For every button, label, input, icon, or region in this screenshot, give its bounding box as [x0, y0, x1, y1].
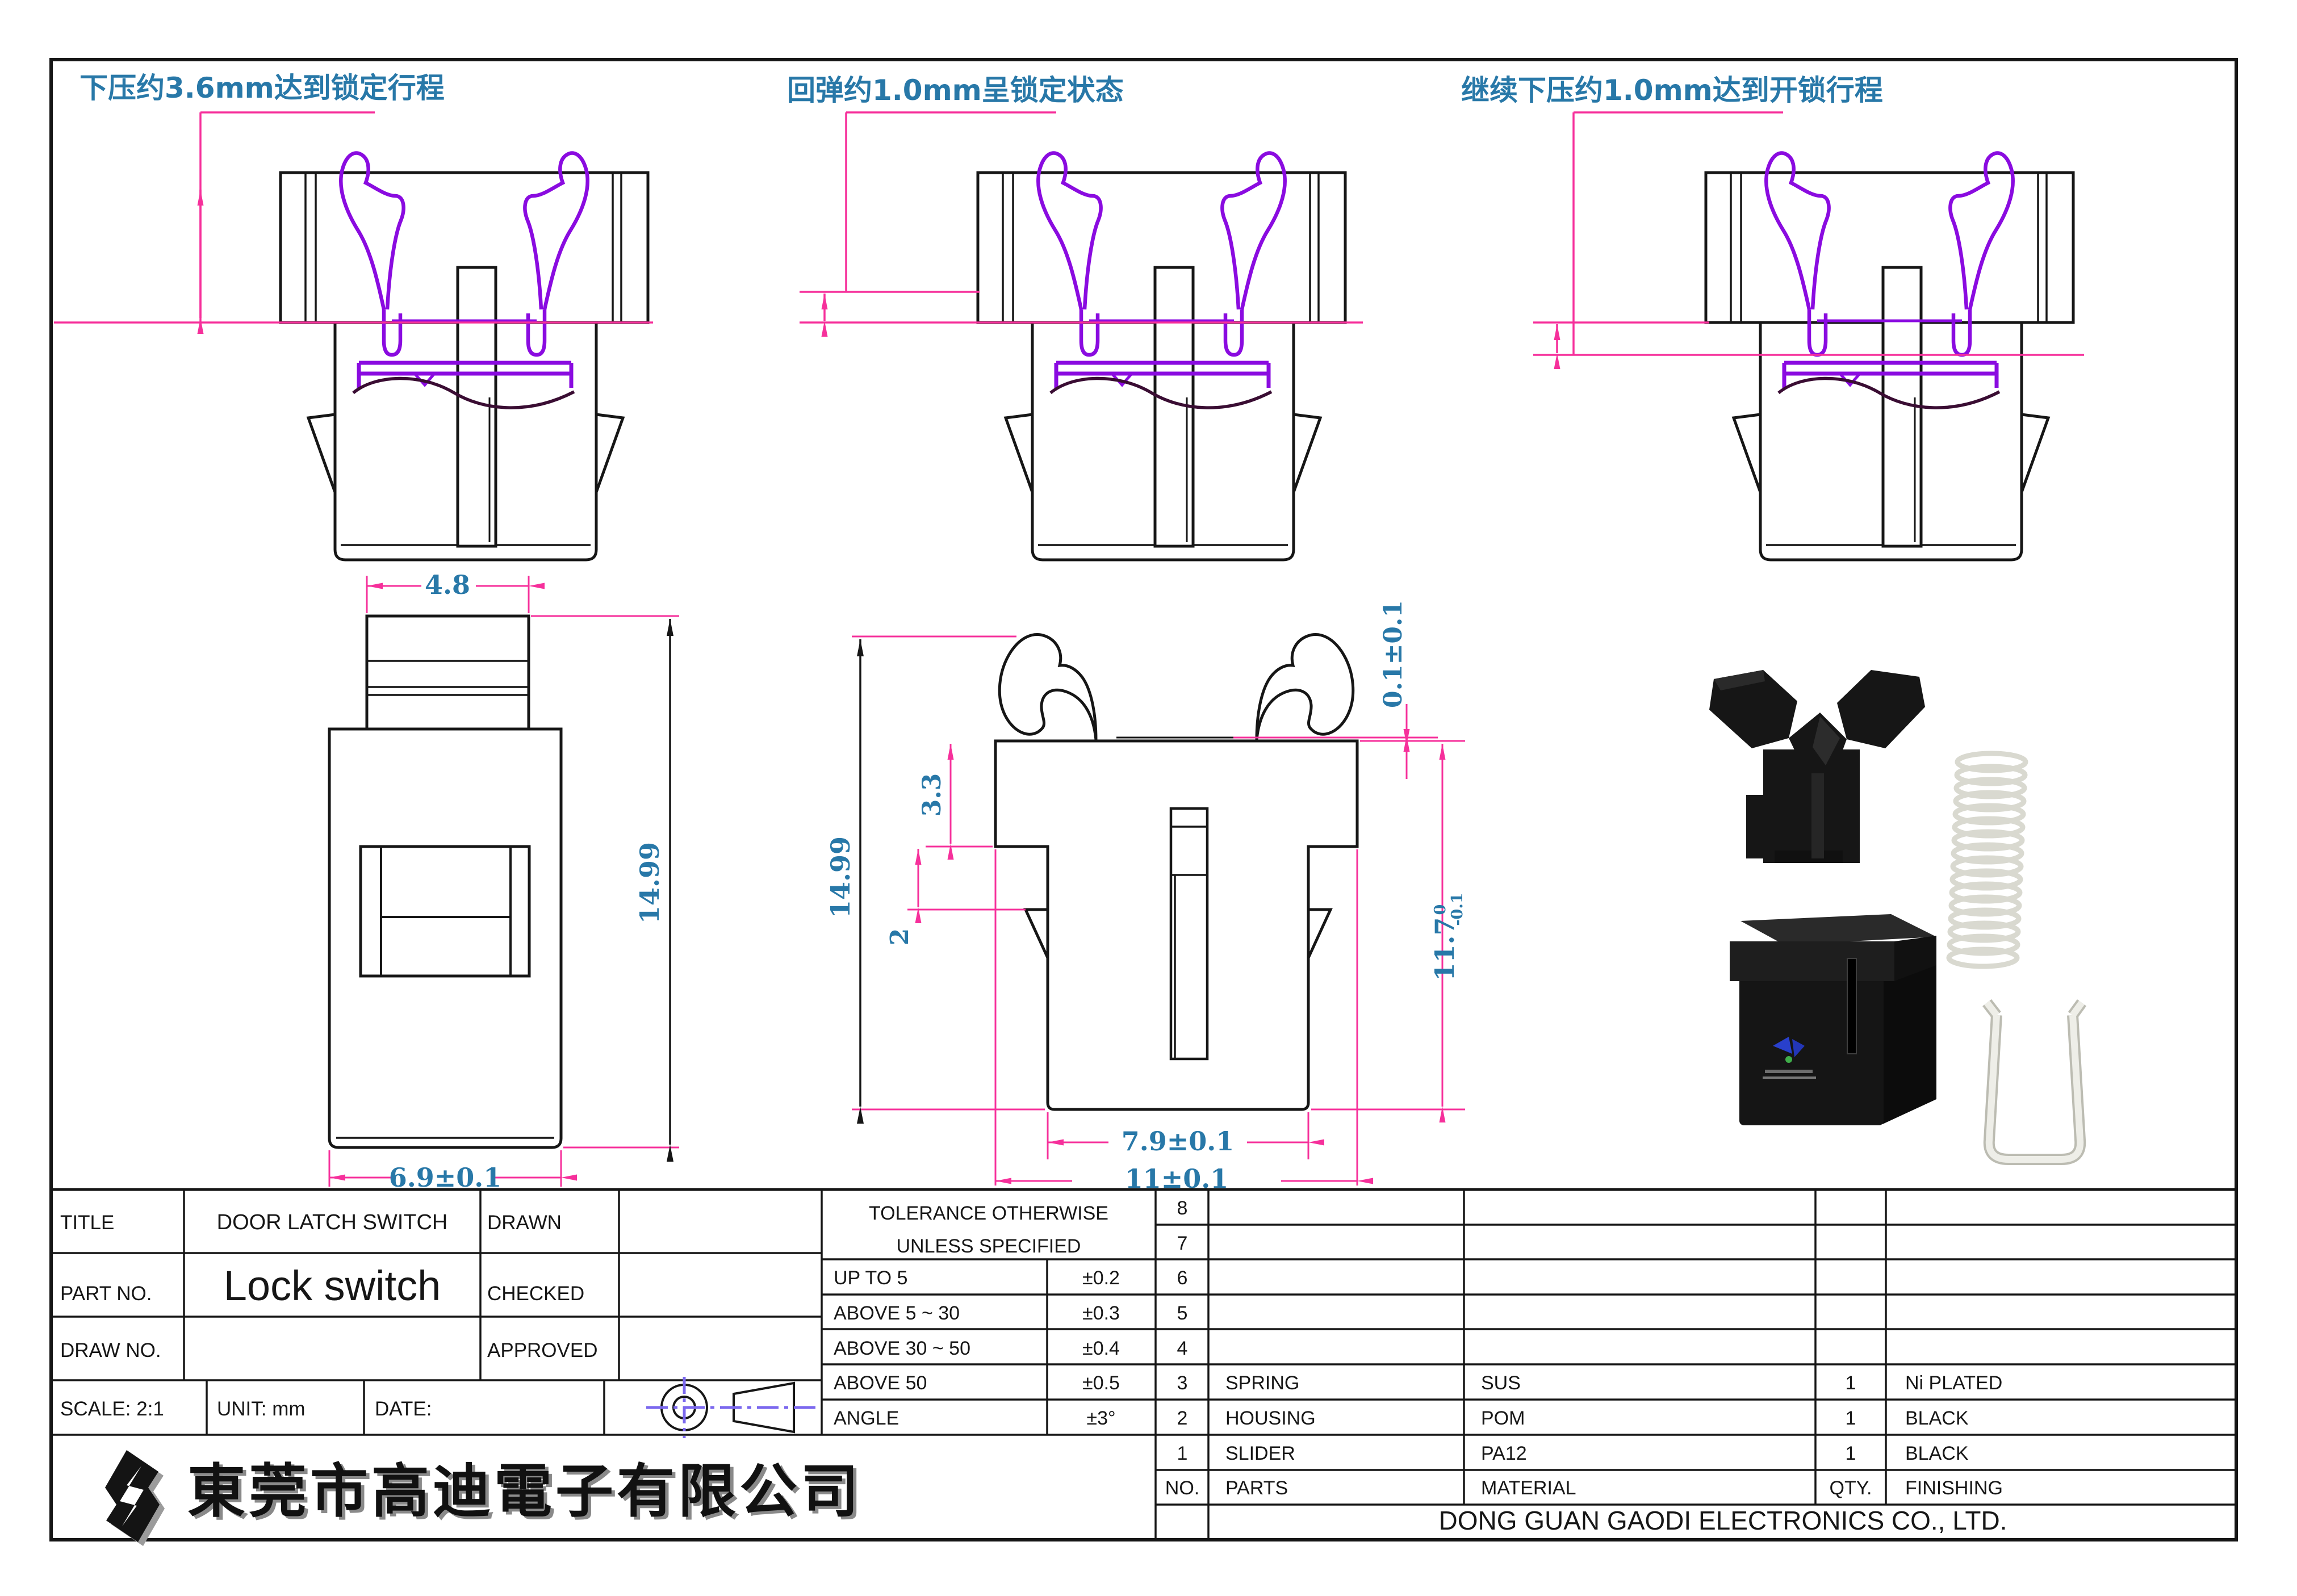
cap — [365, 614, 530, 731]
tol-value-2: ±0.3 — [1082, 1302, 1120, 1324]
bom-finishing-2: BLACK — [1905, 1408, 1969, 1429]
bom-header-material: MATERIAL — [1481, 1477, 1576, 1499]
logo-mark-blue — [1773, 1037, 1792, 1054]
unit-label: UNIT: mm — [217, 1398, 306, 1420]
tol-range-5: ANGLE — [834, 1408, 899, 1429]
dim-step-depth: 2 — [885, 928, 914, 946]
annotation-rebound: 回弹约1.0mm呈锁定状态 — [787, 74, 1124, 107]
bom-qty-3: 1 — [1846, 1372, 1856, 1394]
bom-no-4: 4 — [1177, 1338, 1188, 1359]
date-label: DATE: — [375, 1398, 432, 1420]
title-value: DOOR LATCH SWITCH — [217, 1210, 448, 1234]
bom-parts-2: HOUSING — [1225, 1408, 1316, 1429]
bom-no-3: 3 — [1177, 1372, 1188, 1394]
tol-value-4: ±0.5 — [1082, 1372, 1120, 1394]
front-view-dims: 4.8 14.99 6.9±0.1 — [328, 569, 679, 1193]
bom-header-no: NO. — [1165, 1477, 1199, 1499]
travel-dim-view2 — [800, 111, 1363, 337]
bom-no-7: 7 — [1177, 1233, 1188, 1254]
dim-inner-width: 7.9±0.1 — [1122, 1126, 1235, 1157]
company-name-cn-shadow: 東莞市高迪電子有限公司 — [191, 1461, 865, 1528]
company-name-cn: 東莞市高迪電子有限公司 — [187, 1458, 862, 1526]
annotation-press-unlock: 继续下压约1.0mm达到开锁行程 — [1461, 74, 1883, 107]
bom-material-1: PA12 — [1481, 1443, 1527, 1464]
bom-material-3: SUS — [1481, 1372, 1521, 1394]
render-slider-part — [1709, 670, 1925, 863]
window — [359, 845, 531, 978]
bom-finishing-1: BLACK — [1905, 1443, 1969, 1464]
bom-material-2: POM — [1481, 1408, 1525, 1429]
travel-dim-view3 — [1533, 111, 2084, 369]
section-view — [994, 633, 1359, 1111]
hook-left — [998, 633, 1098, 740]
dim-inner-height-main: 11.7 — [1429, 917, 1460, 981]
dim-inner-height: 11.7 0-0.1 — [1429, 893, 1466, 981]
bom-qty-1: 1 — [1846, 1443, 1856, 1464]
bom-no-6: 6 — [1177, 1267, 1188, 1289]
company-logo — [105, 1450, 165, 1546]
dim-base-width: 6.9±0.1 — [389, 1162, 502, 1193]
bom-no-1: 1 — [1177, 1443, 1188, 1464]
barb-left — [1023, 908, 1049, 959]
tol-value-1: ±0.2 — [1082, 1267, 1120, 1289]
company-name-en: DONG GUAN GAODI ELECTRONICS CO., LTD. — [1438, 1506, 2007, 1535]
bom-parts-3: SPRING — [1225, 1372, 1299, 1394]
tol-range-2: ABOVE 5 ~ 30 — [834, 1302, 960, 1324]
barb-right — [1307, 908, 1333, 959]
cap-ribs — [367, 660, 529, 696]
dim-inner-height-sup: 0 — [1432, 904, 1449, 915]
sheet-border — [49, 58, 2238, 1541]
bom-no-2: 2 — [1177, 1408, 1188, 1429]
scale-label: SCALE: 2:1 — [60, 1398, 164, 1420]
dim-clearance: 0.1±0.1 — [1379, 600, 1408, 708]
travel-dim-view1 — [54, 111, 653, 334]
part-no-value: Lock switch — [224, 1262, 441, 1309]
bom-no-8: 8 — [1177, 1197, 1188, 1219]
dim-top-depth: 3.3 — [918, 773, 947, 817]
part-no-label: PART NO. — [60, 1283, 152, 1305]
hook-right — [1255, 633, 1355, 740]
tol-value-3: ±0.4 — [1082, 1338, 1120, 1359]
tol-range-4: ABOVE 50 — [834, 1372, 927, 1394]
bom-qty-2: 1 — [1846, 1408, 1856, 1429]
slot-inner — [1171, 826, 1207, 1059]
projection-symbol — [646, 1377, 817, 1438]
table-grid — [51, 1188, 2236, 1540]
bom-header-qty: QTY. — [1830, 1477, 1872, 1499]
center-slot — [1169, 807, 1209, 1061]
state-view-3 — [1706, 153, 2073, 560]
bom-parts-1: SLIDER — [1225, 1443, 1295, 1464]
checked-label: CHECKED — [487, 1283, 584, 1305]
tol-range-3: ABOVE 30 ~ 50 — [834, 1338, 970, 1359]
bom-header-finishing: FINISHING — [1905, 1477, 2003, 1499]
window-inner — [380, 847, 512, 976]
annotation-press-lock: 下压约3.6mm达到锁定行程 — [80, 72, 445, 104]
render-spring-part — [1946, 751, 2028, 969]
tol-value-5: ±3° — [1086, 1408, 1115, 1429]
bom-no-5: 5 — [1177, 1302, 1188, 1324]
housing-body — [994, 739, 1359, 1111]
bom-finishing-3: Ni PLATED — [1905, 1372, 2002, 1394]
body — [328, 727, 563, 1149]
section-view-dims: 14.99 3.3 2 0.1±0.1 11.7 0-0.1 7.9±0.1 11… — [825, 600, 1466, 1194]
dim-front-height: 14.99 — [634, 842, 665, 924]
render-clip-part — [1982, 999, 2087, 1165]
dim-inner-height-sub: -0.1 — [1449, 893, 1466, 925]
state-view-2 — [978, 153, 1345, 560]
render-housing-part — [1730, 914, 1936, 1125]
state-view-1 — [281, 153, 648, 560]
front-view — [328, 614, 563, 1149]
dim-cap-width: 4.8 — [425, 569, 470, 600]
tolerance-header-1: TOLERANCE OTHERWISE — [869, 1203, 1108, 1224]
tolerance-header-2: UNLESS SPECIFIED — [897, 1235, 1081, 1257]
tol-range-1: UP TO 5 — [834, 1267, 907, 1289]
approved-label: APPROVED — [487, 1339, 598, 1362]
dim-section-height: 14.99 — [825, 836, 856, 918]
drawn-label: DRAWN — [487, 1212, 562, 1234]
title-label: TITLE — [60, 1212, 114, 1234]
draw-no-label: DRAW NO. — [60, 1339, 161, 1362]
bom-header-parts: PARTS — [1225, 1477, 1288, 1499]
